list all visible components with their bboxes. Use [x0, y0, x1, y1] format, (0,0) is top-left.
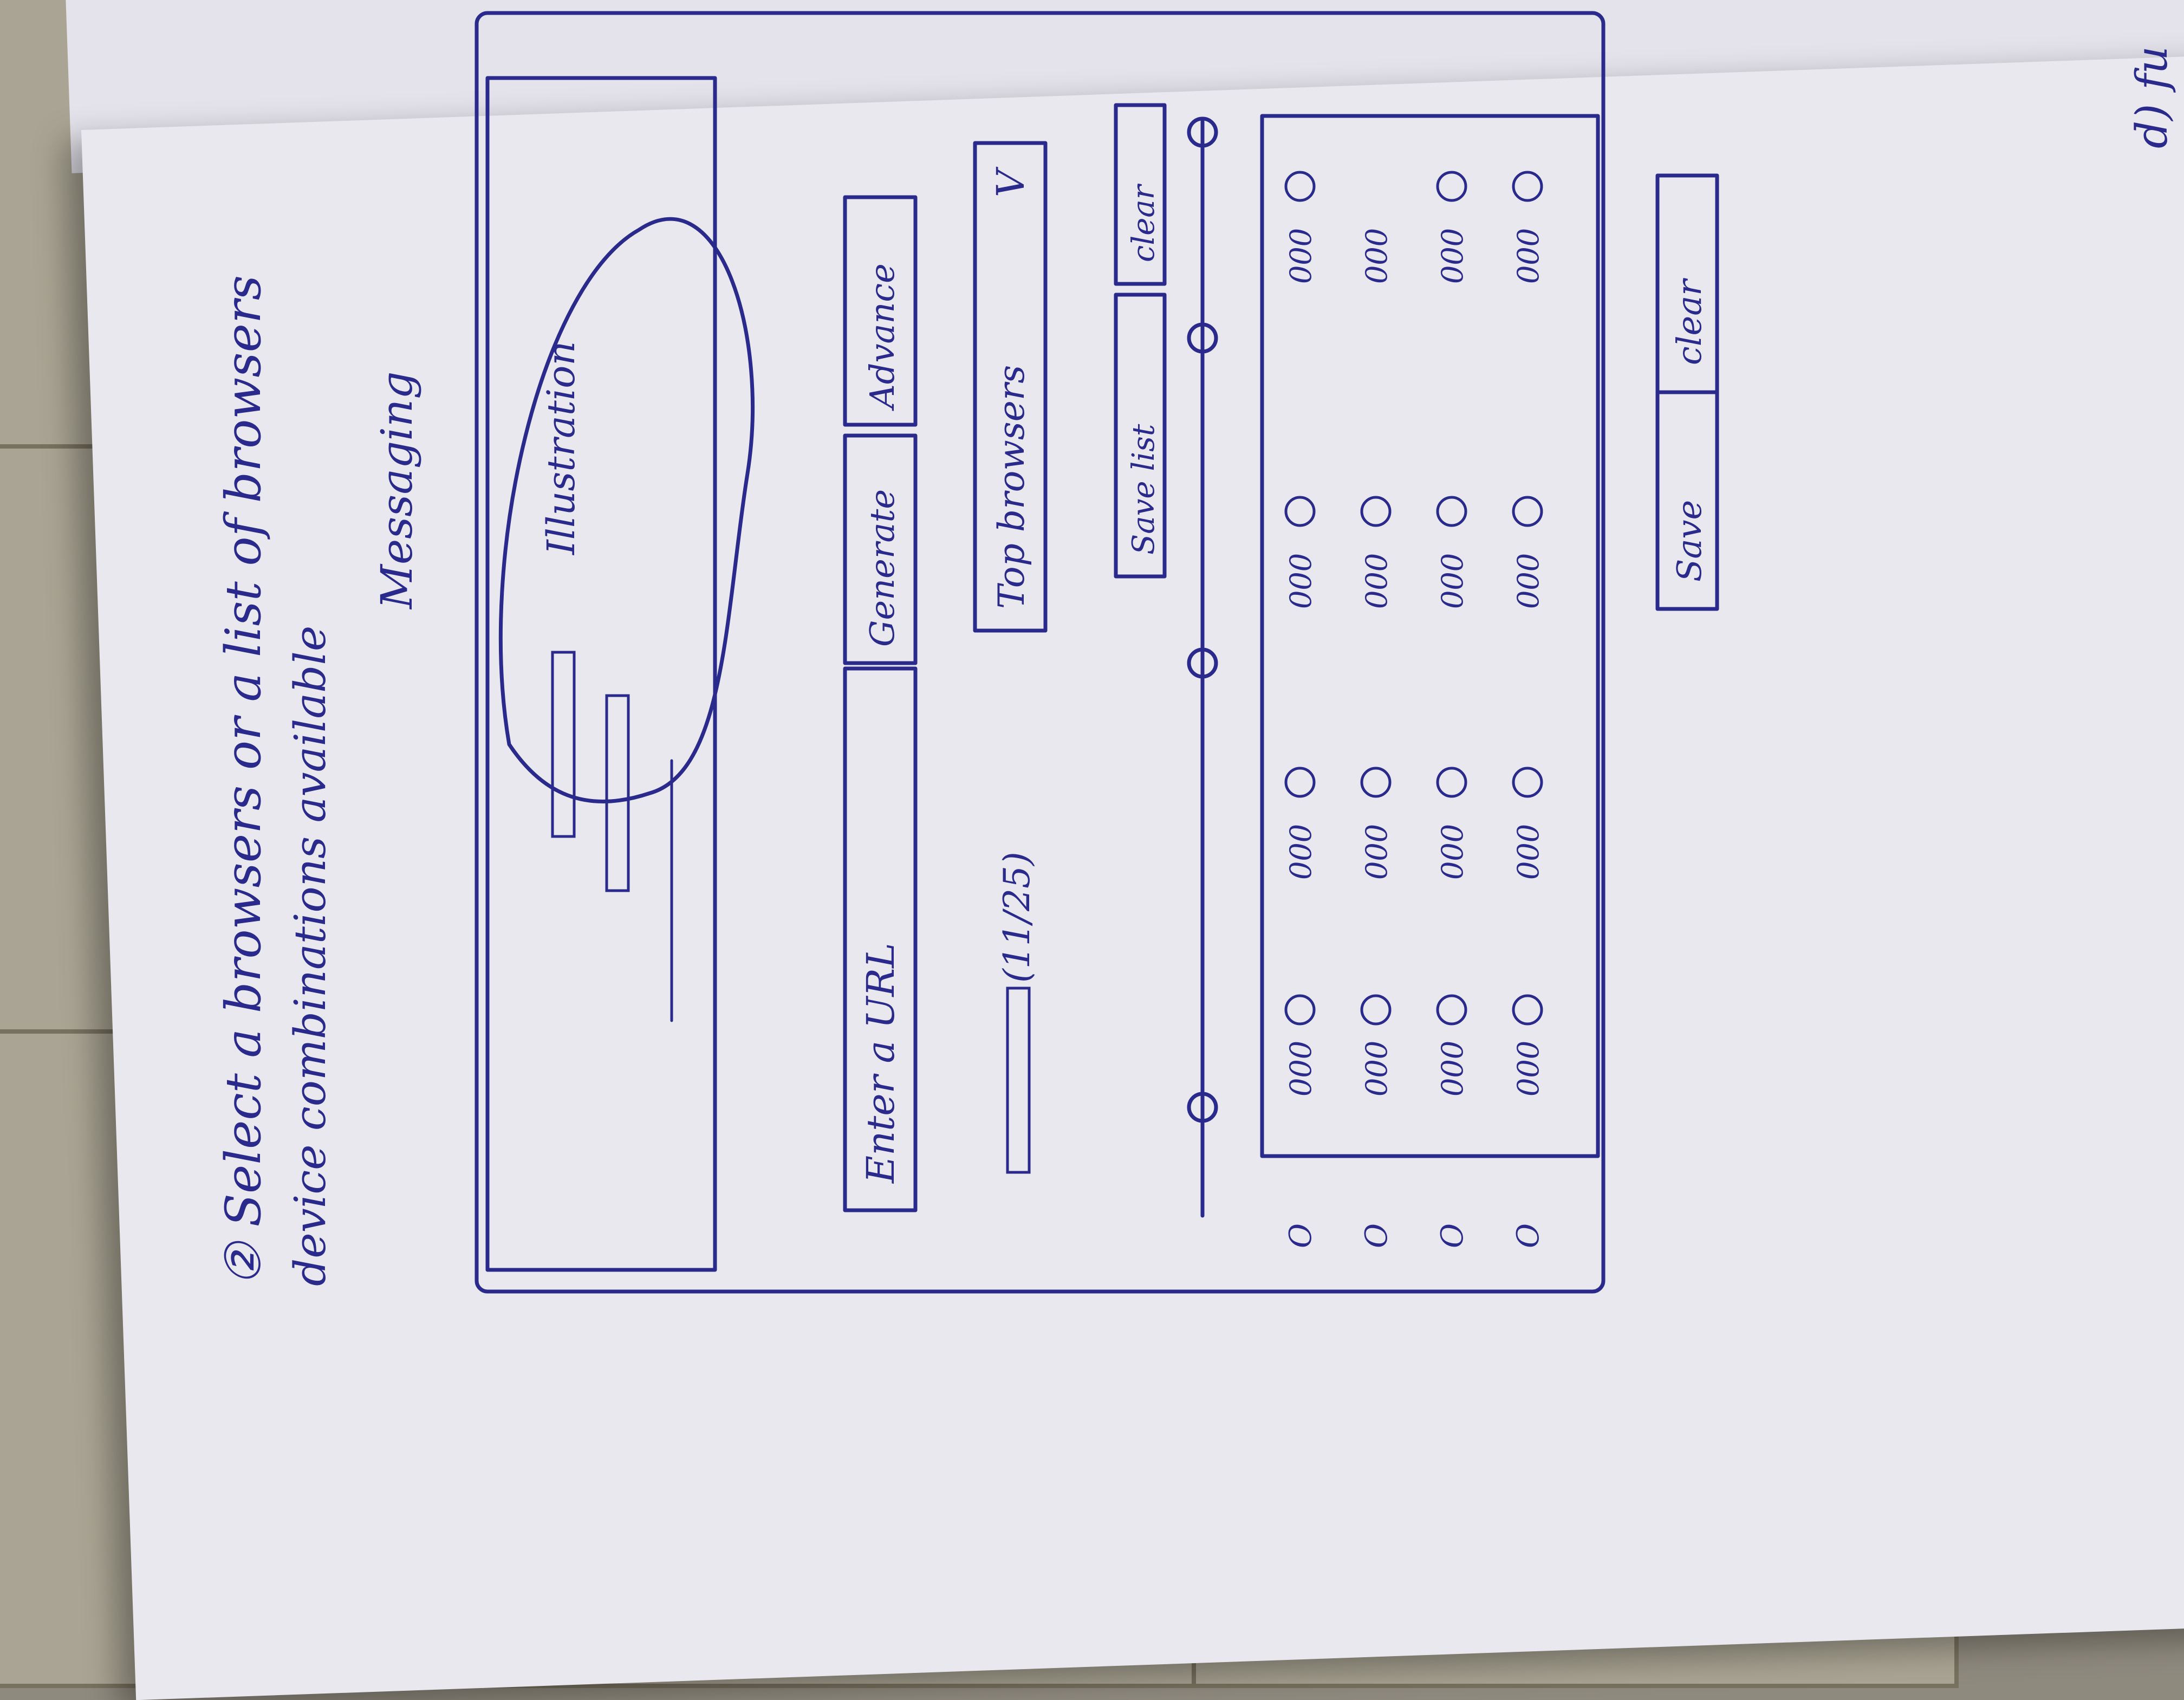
progress-bar	[1006, 987, 1031, 1174]
grid-item-label: 000	[1435, 553, 1470, 609]
clear-list-button[interactable]	[1114, 103, 1167, 286]
advanced-button[interactable]	[843, 195, 918, 427]
grid-item-label: 000	[1284, 1041, 1318, 1096]
hero-section	[485, 76, 717, 1272]
browser-dropdown[interactable]	[973, 141, 1048, 633]
advanced-button-label: Advance	[862, 263, 902, 411]
heading-note-line1: ② Select a browsers or a list of browser…	[215, 275, 272, 1286]
add-icon[interactable]	[1512, 767, 1543, 798]
add-icon[interactable]	[1360, 767, 1392, 798]
save-list-checkbox[interactable]	[1114, 293, 1167, 579]
save-list-label: Save list	[1126, 424, 1161, 555]
url-input-placeholder: Enter a URL	[859, 943, 903, 1184]
generate-button-label: Generate	[862, 489, 902, 647]
add-icon[interactable]	[1360, 496, 1392, 527]
grid-row: 000 000 000 000	[1511, 228, 1545, 1096]
grid-item-label: 000	[1435, 228, 1470, 284]
add-icon[interactable]	[1512, 994, 1543, 1026]
chevron-down-icon[interactable]: V	[989, 166, 1033, 197]
grid-item-label: 000	[1284, 824, 1318, 880]
add-icon[interactable]	[1512, 496, 1543, 527]
slider-node[interactable]	[1187, 1092, 1218, 1123]
hero-text-line	[551, 651, 576, 838]
grid-item-label: 000	[1360, 824, 1394, 880]
grid-item-label: 000	[1511, 824, 1545, 880]
side-note-1: d) fu	[2127, 46, 2177, 148]
slider-node[interactable]	[1187, 116, 1218, 148]
add-icon[interactable]	[1284, 496, 1316, 527]
grid-item-label: 000	[1360, 553, 1394, 609]
add-icon[interactable]	[1436, 767, 1467, 798]
hero-text-line	[605, 694, 630, 892]
screen-frame	[474, 11, 1606, 1294]
clear-list-label: clear	[1126, 183, 1161, 262]
radio-option[interactable]: O	[1359, 1223, 1394, 1248]
grid-row: 000 000 000 000	[1284, 228, 1318, 1096]
grid-item-label: 000	[1511, 228, 1545, 284]
counter-text: (11/25)	[996, 852, 1038, 983]
add-icon[interactable]	[1436, 496, 1467, 527]
browser-grid	[1260, 114, 1600, 1158]
add-icon[interactable]	[1284, 767, 1316, 798]
add-icon[interactable]	[1436, 171, 1467, 202]
add-icon[interactable]	[1284, 171, 1316, 202]
url-input[interactable]	[843, 666, 918, 1212]
grid-item-label: 000	[1360, 228, 1394, 284]
add-icon-set	[1284, 171, 1543, 1026]
radio-column: O O O O	[1283, 1223, 1546, 1248]
grid-item-label: 000	[1511, 1041, 1545, 1096]
illustration-blob	[498, 217, 755, 804]
grid-item-label: 000	[1284, 228, 1318, 284]
bottom-clear-button[interactable]	[1655, 173, 1719, 394]
grid-item-label: 000	[1360, 1041, 1394, 1096]
add-icon[interactable]	[1512, 171, 1543, 202]
bottom-clear-label: clear	[1669, 278, 1709, 365]
generate-button[interactable]	[843, 433, 918, 665]
slider-node[interactable]	[1187, 647, 1218, 679]
add-icon[interactable]	[1284, 994, 1316, 1026]
grid-row: 000 000 000 000	[1360, 228, 1394, 1096]
add-icon[interactable]	[1436, 994, 1467, 1026]
radio-option[interactable]: O	[1283, 1223, 1318, 1248]
grid-row: 000 000 000 000	[1435, 228, 1470, 1096]
grid-item-label: 000	[1284, 553, 1318, 609]
illustration-label: Illustration	[539, 341, 583, 556]
dropdown-label: Top browsers	[991, 365, 1032, 609]
heading-note-line2: device combinations available	[285, 626, 335, 1286]
grid-item-label: 000	[1511, 553, 1545, 609]
save-label: Save	[1669, 500, 1709, 582]
wireframe-sketch: ② Select a browsers or a list of browser…	[215, 11, 2177, 1294]
grid-item-label: 000	[1435, 1041, 1470, 1096]
radio-option[interactable]: O	[1435, 1223, 1470, 1248]
slider-node[interactable]	[1187, 322, 1218, 354]
grid-item-label: 000	[1435, 824, 1470, 880]
messaging-label: Messaging	[372, 371, 422, 610]
radio-option[interactable]: O	[1511, 1223, 1546, 1248]
add-icon[interactable]	[1360, 994, 1392, 1026]
